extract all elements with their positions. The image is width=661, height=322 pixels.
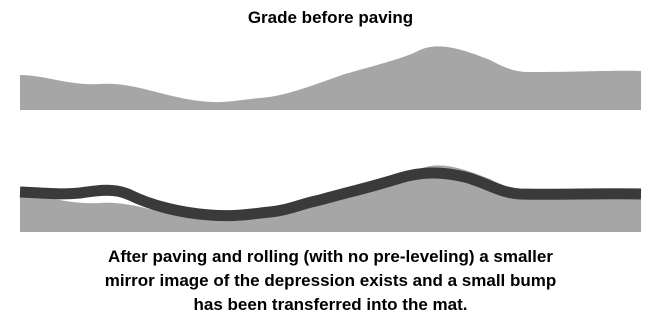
diagram-title: Grade before paving bbox=[247, 8, 414, 27]
caption-line-1: After paving and rolling (with no pre-le… bbox=[108, 247, 553, 266]
grade-before-paving-profile bbox=[20, 46, 641, 110]
original-grade-surface bbox=[20, 46, 641, 110]
caption-line-2: mirror image of the depression exists an… bbox=[104, 271, 557, 290]
asphalt-mat-layer bbox=[19, 167, 642, 222]
caption-line-3: has been transferred into the mat. bbox=[193, 295, 468, 314]
grade-after-paving-profile bbox=[19, 165, 642, 232]
diagram-caption: After paving and rolling (with no pre-le… bbox=[0, 245, 661, 317]
